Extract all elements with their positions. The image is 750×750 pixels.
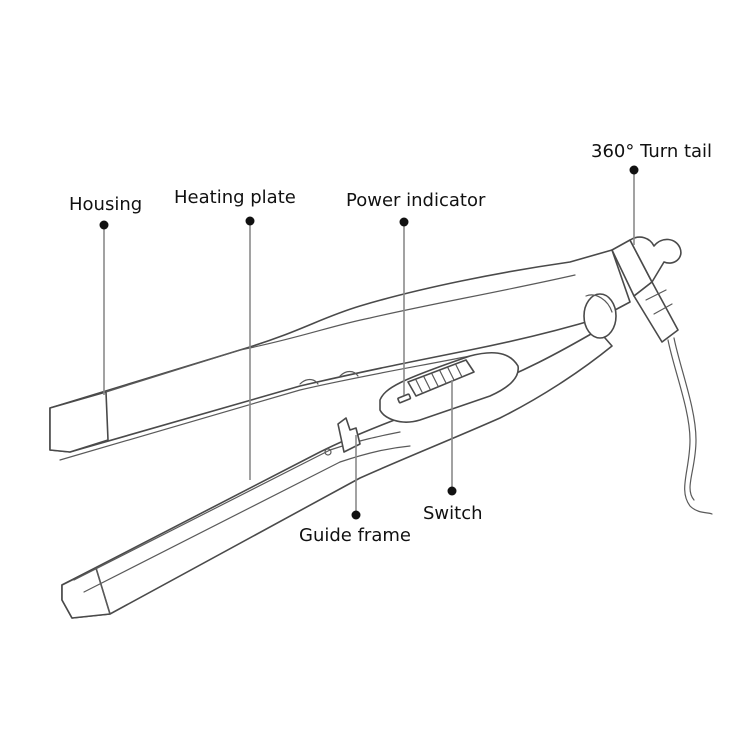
labels: Housing Heating plate Power indicator 36… <box>69 141 712 546</box>
dot-power-indicator <box>399 217 409 227</box>
label-switch: Switch <box>423 503 483 524</box>
swivel-tail <box>611 236 713 515</box>
label-housing: Housing <box>69 194 142 215</box>
leader-lines <box>103 170 635 515</box>
dot-heating-plate <box>245 216 255 226</box>
label-turn-tail: 360° Turn tail <box>591 141 712 162</box>
label-dots <box>99 165 639 520</box>
label-guide-frame: Guide frame <box>299 525 411 546</box>
guide-frame <box>324 417 361 456</box>
label-power-indicator: Power indicator <box>346 190 486 211</box>
control-panel <box>379 351 519 423</box>
hinge <box>583 293 617 339</box>
upper-arm <box>49 249 631 461</box>
dot-guide-frame <box>351 510 361 520</box>
dot-housing <box>99 220 109 230</box>
dot-switch <box>447 486 457 496</box>
dot-turn-tail <box>629 165 639 175</box>
label-heating-plate: Heating plate <box>174 187 296 208</box>
